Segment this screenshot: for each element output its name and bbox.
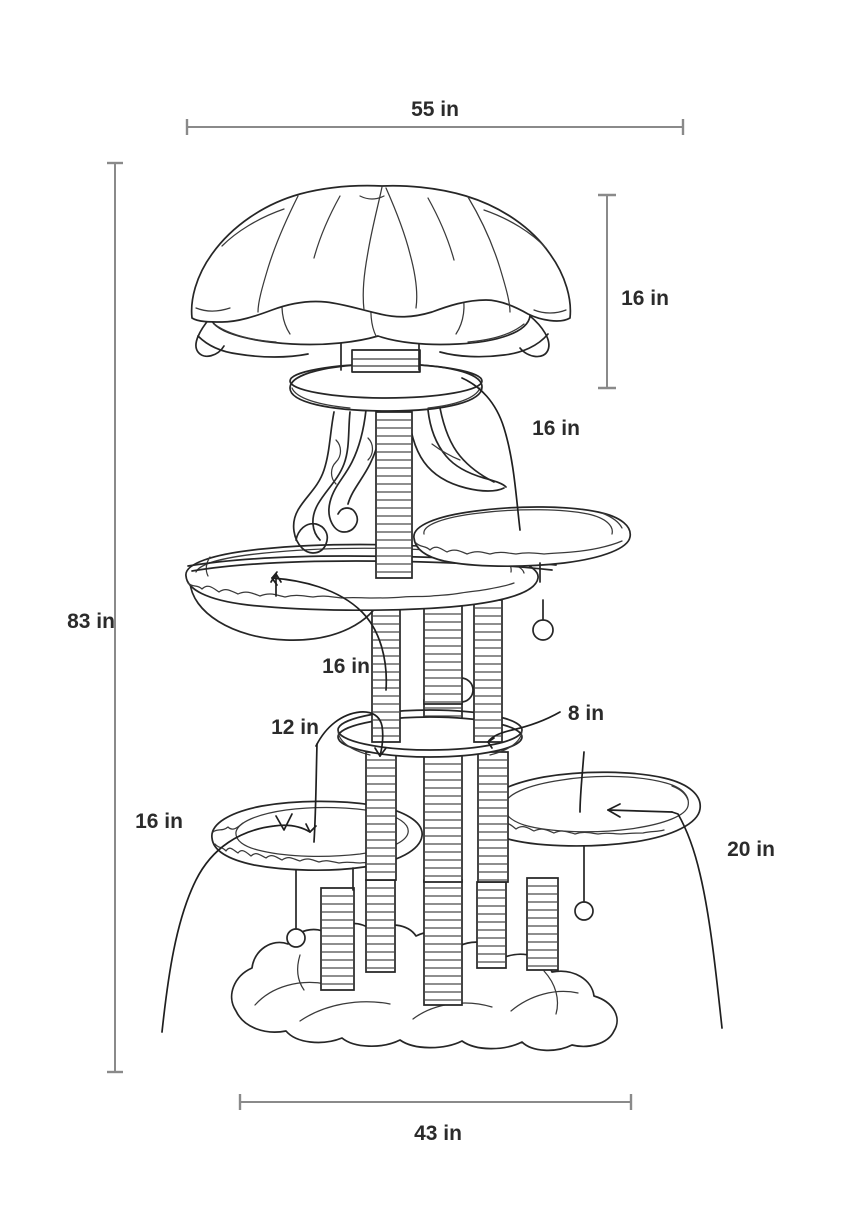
leader-left-bed [161, 813, 317, 1033]
sisal-posts-upper [371, 597, 503, 743]
dimension-overall-width [185, 119, 685, 135]
label-ring-platform-diameter: 12 in [271, 716, 319, 739]
label-hammock-diameter: 16 in [322, 655, 370, 678]
label-base-width: 43 in [414, 1122, 462, 1145]
leader-ring-platform [315, 711, 387, 757]
label-left-bed-diameter: 16 in [135, 810, 183, 833]
hanging-toy-ball-right [532, 599, 554, 641]
dimension-overall-height [107, 161, 123, 1074]
label-overall-height: 83 in [67, 610, 115, 633]
leader-right-bed [607, 803, 723, 1029]
upper-right-perch [413, 506, 632, 568]
leader-left-bed-drop [313, 743, 318, 843]
sisal-post-canopy [375, 411, 413, 579]
leader-ring-clearance [487, 711, 561, 749]
dimension-canopy-height [598, 193, 616, 390]
leader-upper-perch [461, 377, 521, 531]
leader-right-bed-drop [579, 751, 585, 813]
label-canopy-height: 16 in [621, 287, 669, 310]
dimension-base-width [238, 1094, 633, 1110]
label-upper-perch-diameter: 16 in [532, 417, 580, 440]
leader-hammock [270, 571, 388, 691]
sisal-posts-lower [320, 877, 559, 1006]
mushroom-canopy [190, 184, 572, 323]
canopy-stem [340, 335, 421, 373]
tentacle-dangles [292, 407, 507, 554]
label-right-bed-diameter: 20 in [727, 838, 775, 861]
label-ring-clearance: 8 in [568, 702, 604, 725]
label-overall-width: 55 in [411, 98, 459, 121]
